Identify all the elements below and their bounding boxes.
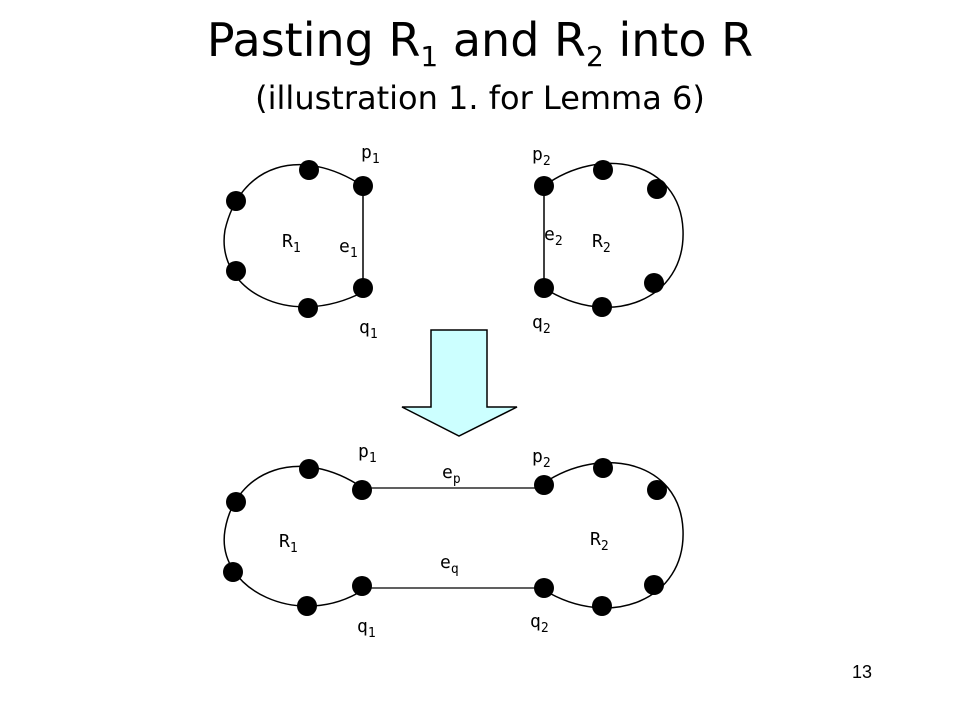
- vertex-q2-top: [534, 278, 554, 298]
- vertex-p2-bottom: [534, 475, 554, 495]
- region-r1-top: [223, 160, 373, 318]
- vertex-r2-top-3: [644, 273, 664, 293]
- label-q1-bottom: q1: [357, 616, 376, 641]
- label-r2-top: R2: [592, 231, 611, 256]
- vertex-p1-top: [353, 176, 373, 196]
- vertex-q2-bottom: [534, 578, 554, 598]
- vertex-r2-bottom-4: [592, 596, 612, 616]
- label-p1-bottom: p1: [358, 441, 377, 466]
- label-q1-top: q1: [359, 317, 378, 342]
- page-number: 13: [852, 662, 873, 682]
- label-eq: eq: [440, 552, 459, 577]
- vertex-r2-top-2: [647, 179, 667, 199]
- vertex-r2-top-1: [593, 160, 613, 180]
- vertex-r1-bottom-4: [297, 596, 317, 616]
- label-e1: e1: [339, 236, 358, 261]
- slide-title: Pasting R1 and R2 into R: [206, 13, 754, 74]
- label-q2-top: q2: [532, 312, 551, 337]
- label-e2: e2: [544, 224, 563, 249]
- down-arrow-icon: [401, 329, 518, 437]
- vertex-q1-top: [353, 278, 373, 298]
- vertex-r1-top-4: [298, 298, 318, 318]
- vertex-q1-bottom: [352, 576, 372, 596]
- label-r1-top: R1: [282, 231, 301, 256]
- region-r-merged: [223, 458, 684, 616]
- vertex-r1-bottom-1: [299, 459, 319, 479]
- vertex-r1-bottom-3: [223, 562, 243, 582]
- label-p1-top: p1: [361, 142, 380, 167]
- vertex-r2-top-4: [592, 297, 612, 317]
- vertex-r2-bottom-1: [593, 458, 613, 478]
- label-r1-bottom: R1: [279, 531, 298, 556]
- vertex-p2-top: [534, 176, 554, 196]
- vertex-r1-top-2: [226, 191, 246, 211]
- vertex-r1-bottom-2: [226, 492, 246, 512]
- label-ep: ep: [442, 462, 461, 487]
- label-p2-top: p2: [532, 144, 551, 169]
- region-r2-top: [534, 160, 684, 317]
- vertex-r2-bottom-2: [647, 480, 667, 500]
- label-r2-bottom: R2: [590, 529, 609, 554]
- slide-subtitle: (illustration 1. for Lemma 6): [255, 79, 705, 117]
- vertex-r1-top-1: [299, 160, 319, 180]
- label-p2-bottom: p2: [532, 446, 551, 471]
- vertex-r2-bottom-3: [644, 575, 664, 595]
- vertex-r1-top-3: [226, 261, 246, 281]
- vertex-p1-bottom: [352, 480, 372, 500]
- label-q2-bottom: q2: [530, 611, 549, 636]
